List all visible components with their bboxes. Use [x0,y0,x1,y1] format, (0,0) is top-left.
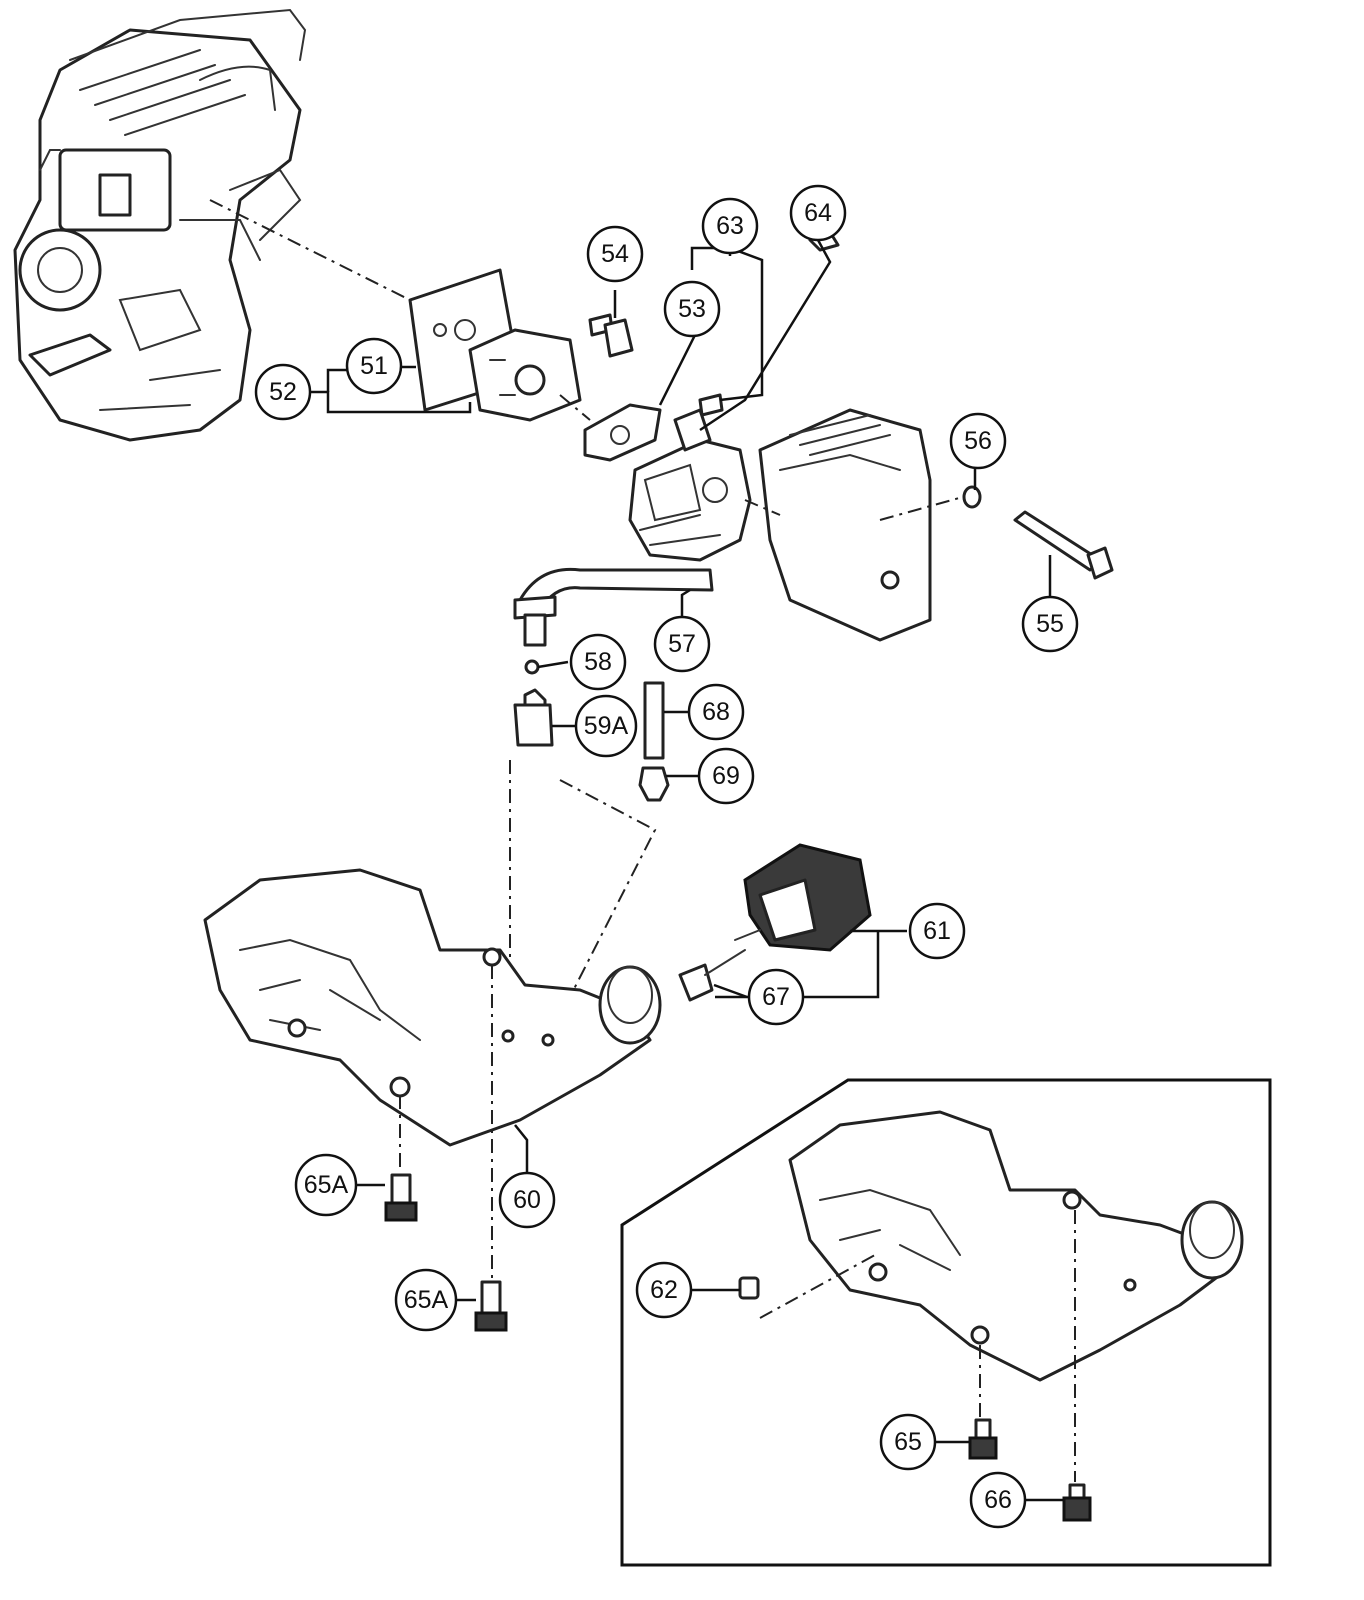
callout-53-label: 53 [678,295,706,323]
callout-51: 51 [345,337,403,395]
tank-cap-61 [734,843,872,952]
collar-62 [738,1276,760,1300]
callout-65: 65 [879,1413,937,1471]
callout-59a: 59A [574,694,638,758]
grommet-to-tank-dashline [547,779,657,1041]
callout-65a-upper: 65A [294,1153,358,1217]
callout-63-label: 63 [716,212,744,240]
callout-65a-lower: 65A [394,1268,458,1332]
bolt-66 [1062,1483,1092,1522]
fuel-tank-60 [203,868,662,1147]
engine-to-insulator-dashline [209,199,421,306]
callout-61-label: 61 [923,917,951,945]
clip-58 [524,659,540,675]
callout-60-label: 60 [513,1186,541,1214]
grommet-69 [638,766,670,802]
callout-55: 55 [1021,595,1079,653]
callout-56-label: 56 [964,427,992,455]
fuel-strainer-67 [678,963,714,1002]
callout-64-label: 64 [804,199,832,227]
gasket-dashline [559,394,591,421]
callout-53: 53 [663,280,721,338]
fuel-tank-inset [788,1110,1244,1382]
callout-68-label: 68 [702,698,730,726]
callout-54-label: 54 [601,240,629,268]
callout-55-label: 55 [1036,610,1064,638]
callout-65-label: 65 [894,1428,922,1456]
callout-65a-upper-label: 65A [304,1171,349,1199]
fuel-pipe-57 [513,567,714,647]
inset-frame [620,1078,1272,1567]
fuel-filter-59a [513,688,554,747]
bolt-55 [1013,510,1114,580]
bolt-65a-upper [384,1173,418,1222]
bolt-65a-lower [474,1280,508,1332]
insulator-gasket [408,268,582,422]
callout-58: 58 [569,633,627,691]
engine-assembly [13,8,307,442]
carburetor [628,393,752,562]
callout-58-label: 58 [584,648,612,676]
air-cleaner-cover [758,408,932,642]
callout-67-label: 67 [762,983,790,1011]
callout-69-label: 69 [712,762,740,790]
callout-68: 68 [687,683,745,741]
callout-59a-label: 59A [584,712,629,740]
carburetor-gasket [583,403,662,462]
leader-lines [307,239,1064,1502]
callout-60: 60 [498,1171,556,1229]
callout-51-label: 51 [360,352,388,380]
callout-61: 61 [908,902,966,960]
callout-66-label: 66 [984,1486,1012,1514]
bolt-65 [968,1418,998,1460]
callout-66: 66 [969,1471,1027,1529]
callout-69: 69 [697,747,755,805]
callout-57-label: 57 [668,630,696,658]
carb-cover-dashline [744,499,781,516]
collar-dashline [759,1254,876,1319]
callout-67: 67 [747,968,805,1026]
screw-54 [588,313,634,358]
callout-54: 54 [586,225,644,283]
washer-56 [962,485,982,509]
callout-62-label: 62 [650,1276,678,1304]
callout-56: 56 [949,412,1007,470]
breather-tube-68 [643,681,665,760]
callout-64: 64 [789,184,847,242]
callout-62: 62 [635,1261,693,1319]
callout-65a-lower-label: 65A [404,1286,449,1314]
strainer-cord [704,949,746,976]
callout-52-label: 52 [269,378,297,406]
callout-57: 57 [653,615,711,673]
callout-63: 63 [701,197,759,255]
callout-52: 52 [254,363,312,421]
